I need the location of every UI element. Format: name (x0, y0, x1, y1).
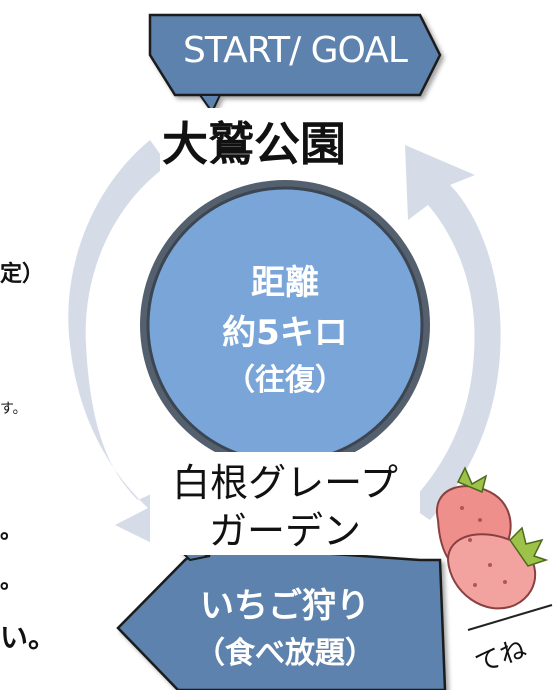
start-place-name: 大鷲公園 (160, 108, 348, 174)
left-fragment-4: 。 (0, 569, 23, 594)
center-distance-value: 約5キロ (222, 313, 348, 353)
start-goal-label: START/ GOAL (183, 30, 408, 71)
distance-circle (140, 180, 430, 470)
start-goal-banner (148, 13, 442, 114)
note-line (467, 604, 553, 631)
strawberry-picking-title: いちご狩り (200, 586, 370, 626)
left-fragment-1: 定） (0, 262, 45, 287)
strawberry-icon (435, 466, 549, 610)
loop-arrow-icon (68, 140, 501, 552)
left-loop-arrow (68, 140, 170, 552)
mid-place-line1: 白根グレープ (150, 452, 420, 507)
center-distance-label: 距離 (251, 263, 319, 303)
left-fragment-3: 。 (0, 519, 23, 544)
right-loop-arrow (405, 145, 501, 520)
center-distance-note: （往復） (225, 363, 345, 398)
mid-place-line2: ガーデン (150, 500, 420, 555)
left-fragment-5: い。 (0, 621, 57, 654)
strawberry-picking-subtitle: （食べ放題） (195, 636, 375, 671)
left-fragment-2: す。 (0, 401, 27, 417)
